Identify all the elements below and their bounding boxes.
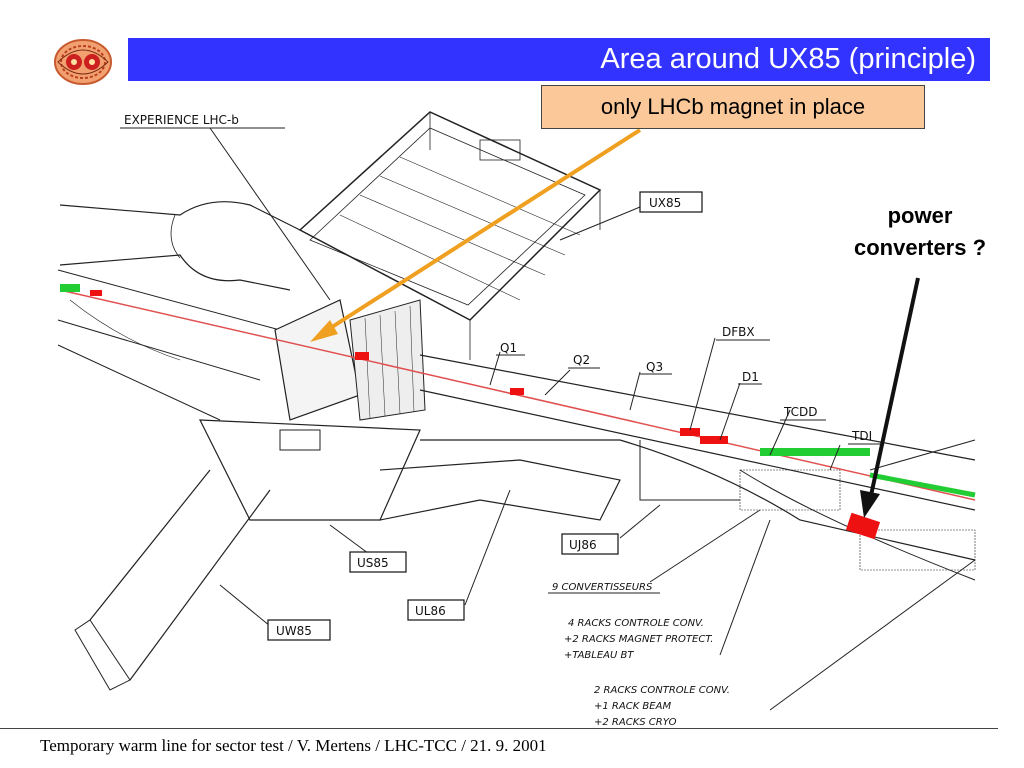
power-converters-annotation: power converters ?	[820, 200, 1020, 264]
footer-text: Temporary warm line for sector test / V.…	[40, 736, 547, 755]
label-racks2-line3: +2 RACKS CRYO	[594, 717, 677, 728]
label-convertisseurs: 9 CONVERTISSEURS	[552, 582, 653, 593]
label-racks1-line1: 4 RACKS CONTROLE CONV.	[568, 618, 704, 629]
label-tdi: TDI	[851, 429, 872, 443]
label-q3: Q3	[646, 360, 663, 374]
label-racks1-line3: +TABLEAU BT	[564, 650, 634, 661]
label-uw85: UW85	[276, 624, 312, 638]
label-box-uw85	[267, 619, 331, 641]
label-box-uj86	[561, 533, 619, 555]
label-dfbx: DFBX	[722, 325, 755, 339]
label-us85: US85	[357, 556, 389, 570]
beam-lines	[59, 284, 976, 501]
label-uj86: UJ86	[569, 538, 597, 552]
label-ul86: UL86	[415, 604, 446, 618]
label-box-us85	[349, 551, 407, 573]
converter-pointer-arrow	[860, 277, 920, 518]
right-beam-tunnel	[419, 354, 976, 581]
label-q2: Q2	[573, 353, 590, 367]
upper-left-tunnel	[59, 201, 301, 291]
label-racks1-line2: +2 RACKS MAGNET PROTECT.	[564, 634, 713, 645]
label-box-ux85	[639, 191, 703, 213]
page-title: Area around UX85 (principle)	[600, 43, 976, 75]
label-experience-lhcb: EXPERIENCE LHC-b	[124, 113, 239, 127]
title-bar: Area around UX85 (principle)	[128, 38, 990, 81]
leader-lines	[209, 127, 976, 711]
ux85-cavern	[298, 111, 602, 360]
footer-divider	[0, 728, 998, 729]
annotation-line-1: power	[887, 203, 953, 228]
magnet-pointer-arrow	[310, 128, 642, 342]
label-racks2-line1: 2 RACKS CONTROLE CONV.	[594, 685, 730, 696]
label-q1: Q1	[500, 341, 517, 355]
power-converter-block	[845, 512, 881, 540]
label-box-ul86	[407, 599, 465, 621]
label-d1: D1	[742, 370, 759, 384]
annotation-line-2: converters ?	[853, 235, 987, 260]
cern-lhc-logo	[54, 39, 112, 85]
lower-tunnels	[74, 419, 621, 691]
magnet-callout: only LHCb magnet in place	[541, 85, 925, 129]
lhcb-detector	[274, 299, 426, 421]
left-beam-tunnel	[57, 269, 281, 421]
label-tcdd: TCDD	[783, 405, 818, 419]
label-ux85: UX85	[649, 196, 681, 210]
label-racks2-line2: +1 RACK BEAM	[594, 701, 671, 712]
